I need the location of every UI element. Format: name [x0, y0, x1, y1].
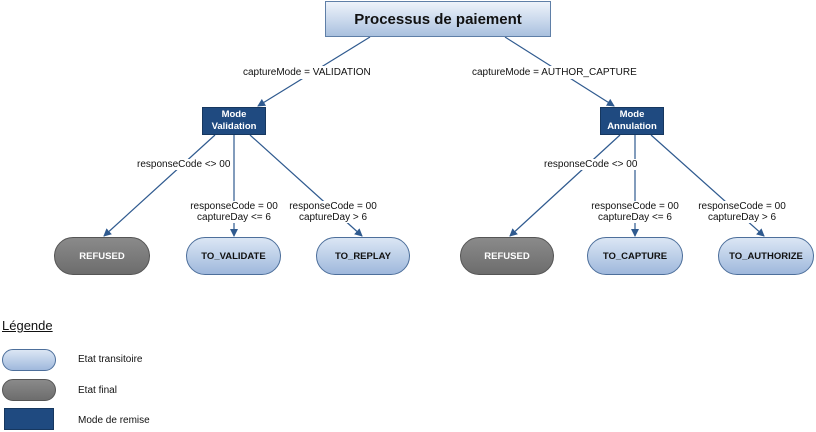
state-to-replay: TO_REPLAY	[316, 237, 410, 275]
legend-label-transitional: Etat transitoire	[78, 354, 143, 365]
condition-label-validation: captureMode = VALIDATION	[241, 66, 373, 79]
legend-title: Légende	[2, 318, 53, 333]
state-refused-validation: REFUSED	[54, 237, 150, 275]
legend-swatch-mode	[4, 408, 54, 430]
legend-swatch-final	[2, 379, 56, 401]
edge-annulation-to-refused	[509, 134, 621, 237]
state-refused-annulation: REFUSED	[460, 237, 554, 275]
edge-label-line1: responseCode = 00	[698, 201, 786, 212]
legend-label-final: Etat final	[78, 385, 117, 396]
mode-annulation-line1: Mode	[619, 109, 645, 120]
mode-validation-line2: Validation	[211, 121, 257, 132]
mode-box-validation: Mode Validation	[202, 107, 266, 135]
condition-label-annulation: captureMode = AUTHOR_CAPTURE	[470, 66, 639, 79]
edge-label-annulation-to-capture: responseCode = 00 captureDay <= 6	[587, 201, 683, 223]
edge-label-line1: responseCode = 00	[591, 201, 679, 212]
edge-label-line2: captureDay > 6	[298, 212, 368, 223]
edge-label-annulation-refused: responseCode <> 00	[542, 159, 640, 170]
diagram-title: Processus de paiement	[325, 1, 551, 37]
edge-label-validation-to-validate: responseCode = 00 captureDay <= 6	[186, 201, 282, 223]
edge-label-validation-refused: responseCode <> 00	[135, 159, 233, 170]
legend-swatch-transitional	[2, 349, 56, 371]
mode-validation-line1: Mode	[221, 109, 247, 120]
edge-label-validation-to-replay: responseCode = 00 captureDay > 6	[285, 201, 381, 223]
edge-label-annulation-to-authorize: responseCode = 00 captureDay > 6	[694, 201, 790, 223]
edge-label-line2: captureDay > 6	[707, 212, 777, 223]
edge-label-line2: captureDay <= 6	[598, 212, 672, 223]
edge-validation-to-refused	[103, 134, 216, 237]
mode-box-annulation: Mode Annulation	[600, 107, 664, 135]
edge-label-line1: responseCode = 00	[190, 201, 278, 212]
state-to-validate: TO_VALIDATE	[186, 237, 281, 275]
state-to-authorize: TO_AUTHORIZE	[718, 237, 814, 275]
edge-label-line1: responseCode = 00	[289, 201, 377, 212]
mode-annulation-line2: Annulation	[607, 121, 657, 132]
edge-label-line2: captureDay <= 6	[197, 212, 271, 223]
state-to-capture: TO_CAPTURE	[587, 237, 683, 275]
legend-label-mode: Mode de remise	[78, 415, 150, 426]
